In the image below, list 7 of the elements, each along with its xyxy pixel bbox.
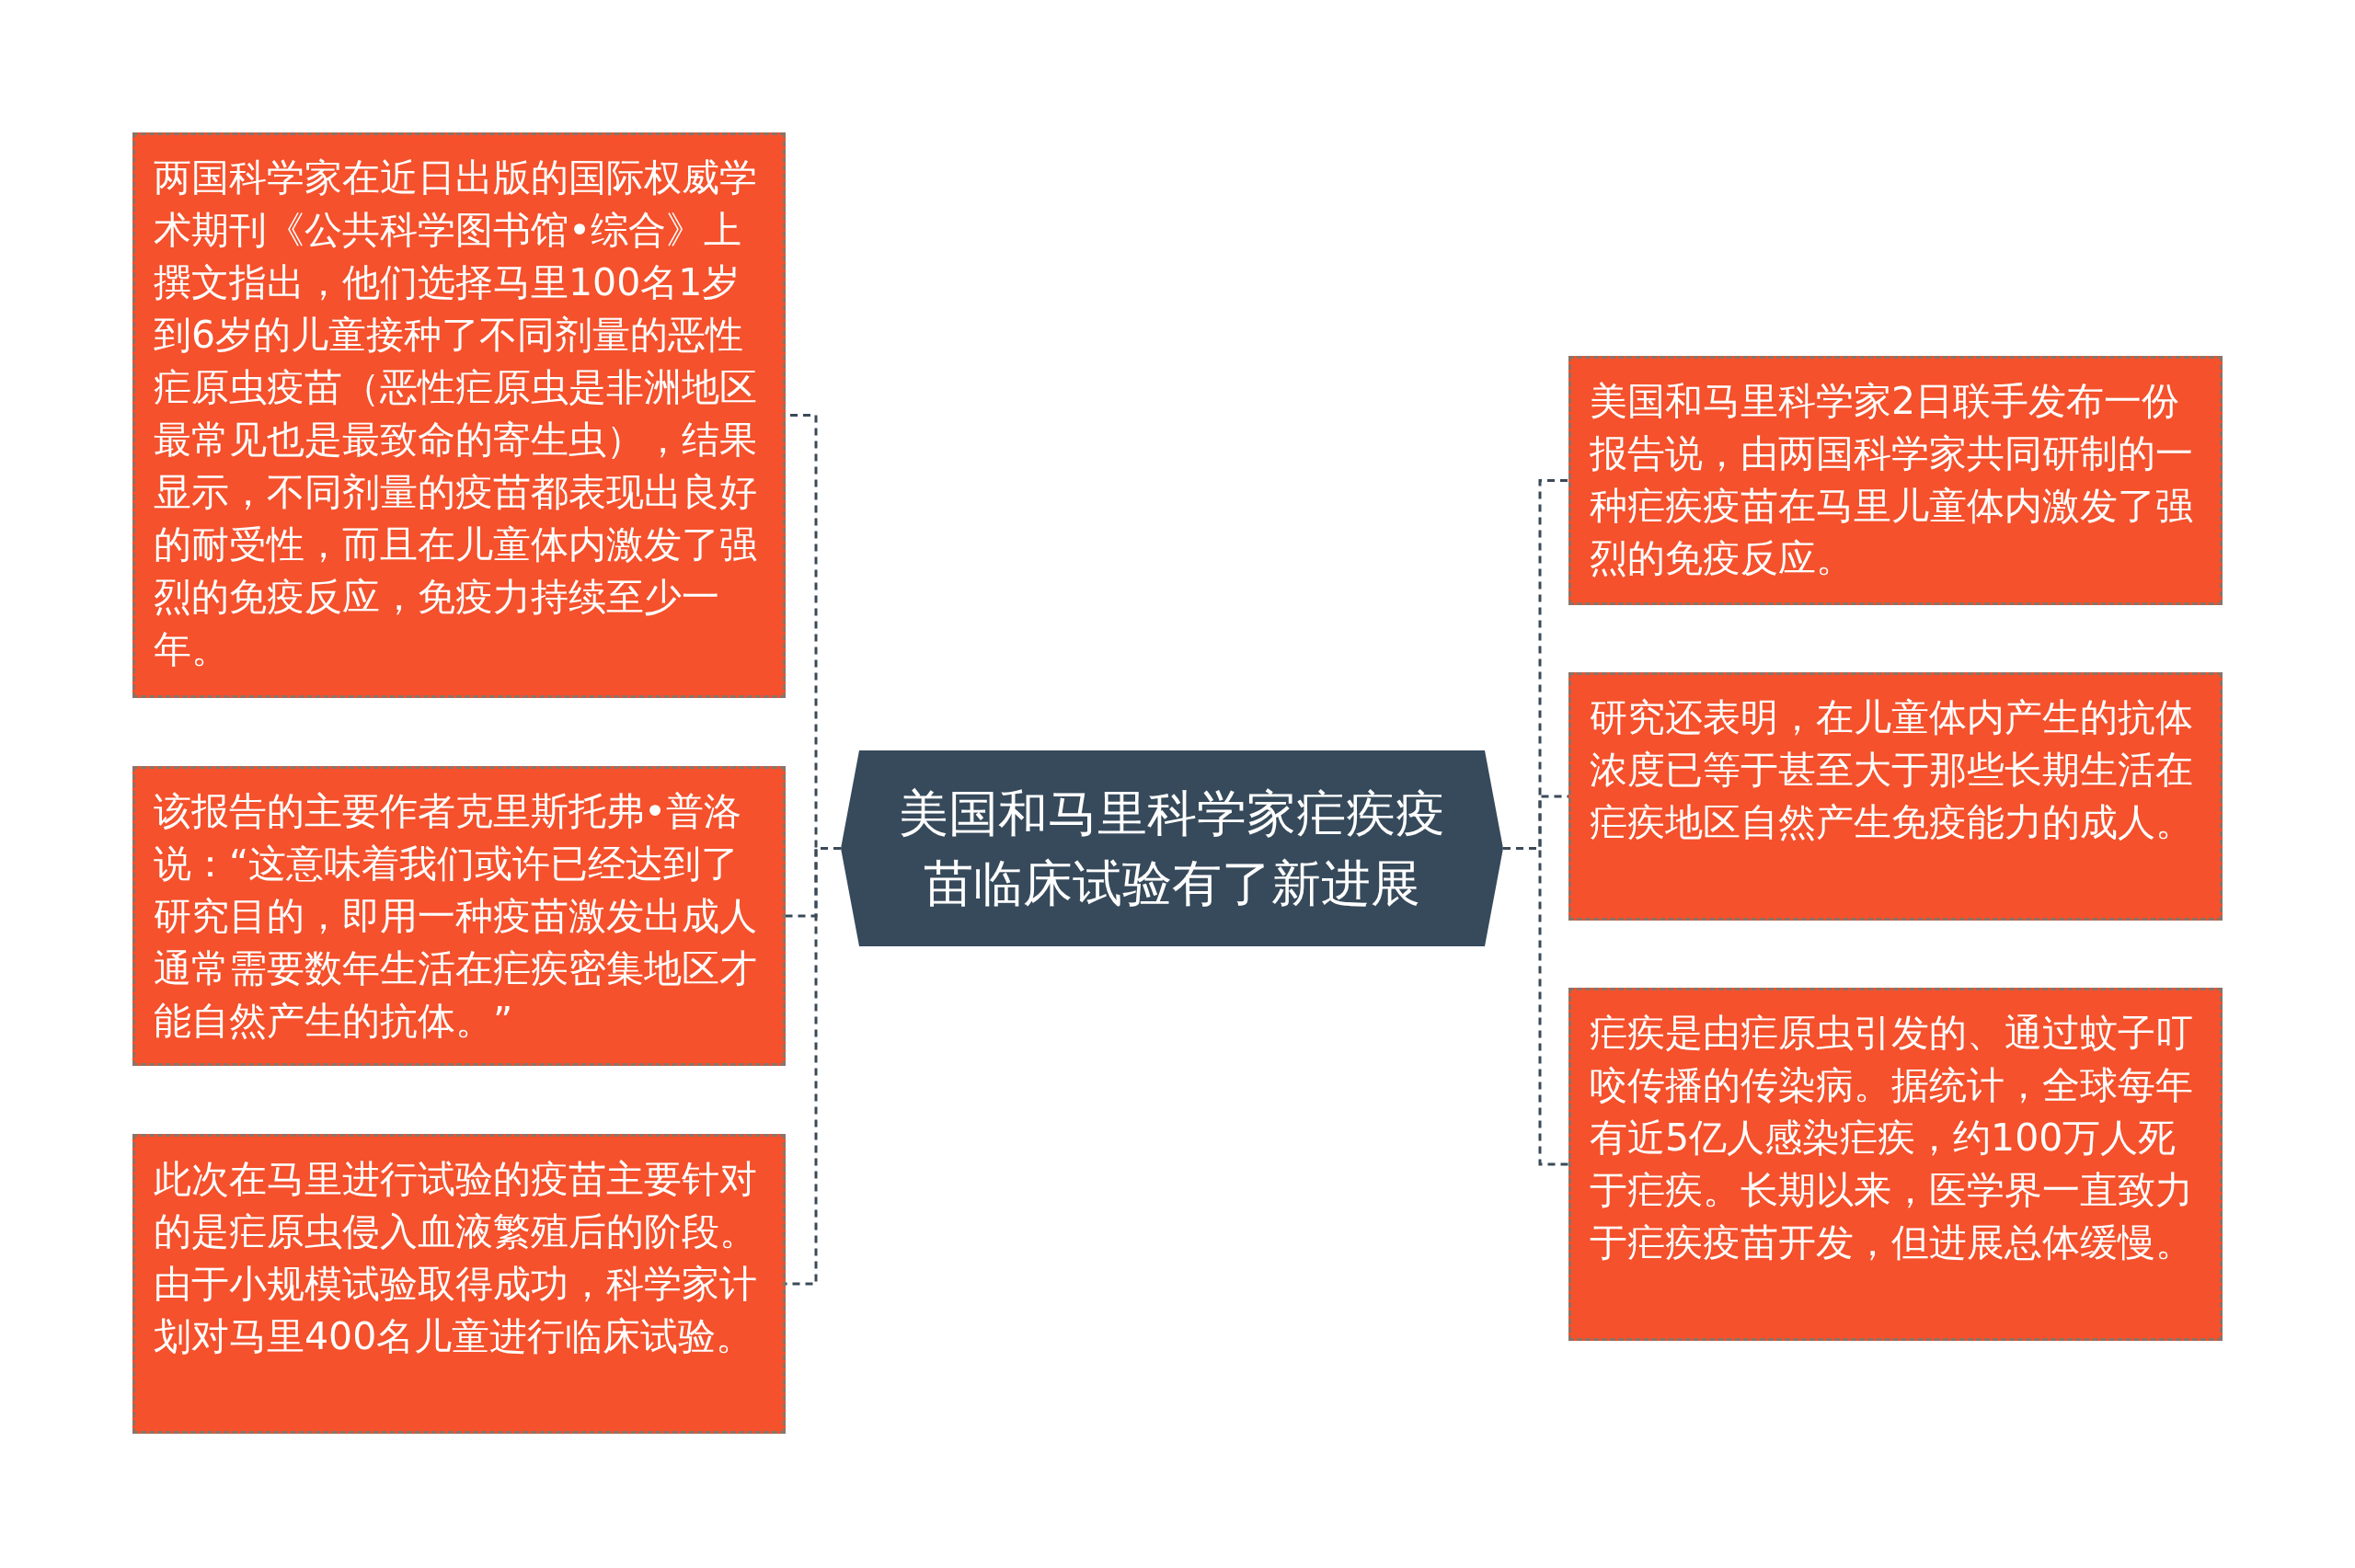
text-box: 美国和马里科学家2日联手发布一份报告说，由两国科学家共同研制的一种疟疾疫苗在马里儿童体内激发了强烈的免疫反应。 [1568,356,2223,605]
text-box: 两国科学家在近日出版的国际权威学术期刊《公共科学图书馆•综合》上撰文指出，他们选择马里100名1岁到6岁的儿童接种了不同剂量的恶性疟原虫疫苗（恶性疟原虫是非洲地区最常见也是最致命的寄生虫），结果显示，不同剂量的疫苗都表现出良好的耐受性，而且在儿童体内激发了强烈的免疫反应，免疫力持续至少一年。 [132,132,786,698]
text-box: 此次在马里进行试验的疫苗主要针对的是疟原虫侵入血液繁殖后的阶段。由于小规模试验取得成功，科学家计划对马里400名儿童进行临床试验。 [132,1134,786,1434]
connector [1503,847,1568,1166]
text-box: 研究还表明，在儿童体内产生的抗体浓度已等于甚至大于那些长期生活在疟疾地区自然产生免疫能力的成人。 [1568,672,2223,921]
text-box: 该报告的主要作者克里斯托弗•普洛说：“这意味着我们或许已经达到了研究目的，即用一种疫苗激发出成人通常需要数年生活在疟疾密集地区才能自然产生的抗体。” [132,766,786,1066]
text-box: 疟疾是由疟原虫引发的、通过蚊子叮咬传播的传染病。据统计，全球每年有近5亿人感染疟疾，约100万人死于疟疾。长期以来，医学界一直致力于疟疾疫苗开发，但进展总体缓慢。 [1568,988,2223,1341]
